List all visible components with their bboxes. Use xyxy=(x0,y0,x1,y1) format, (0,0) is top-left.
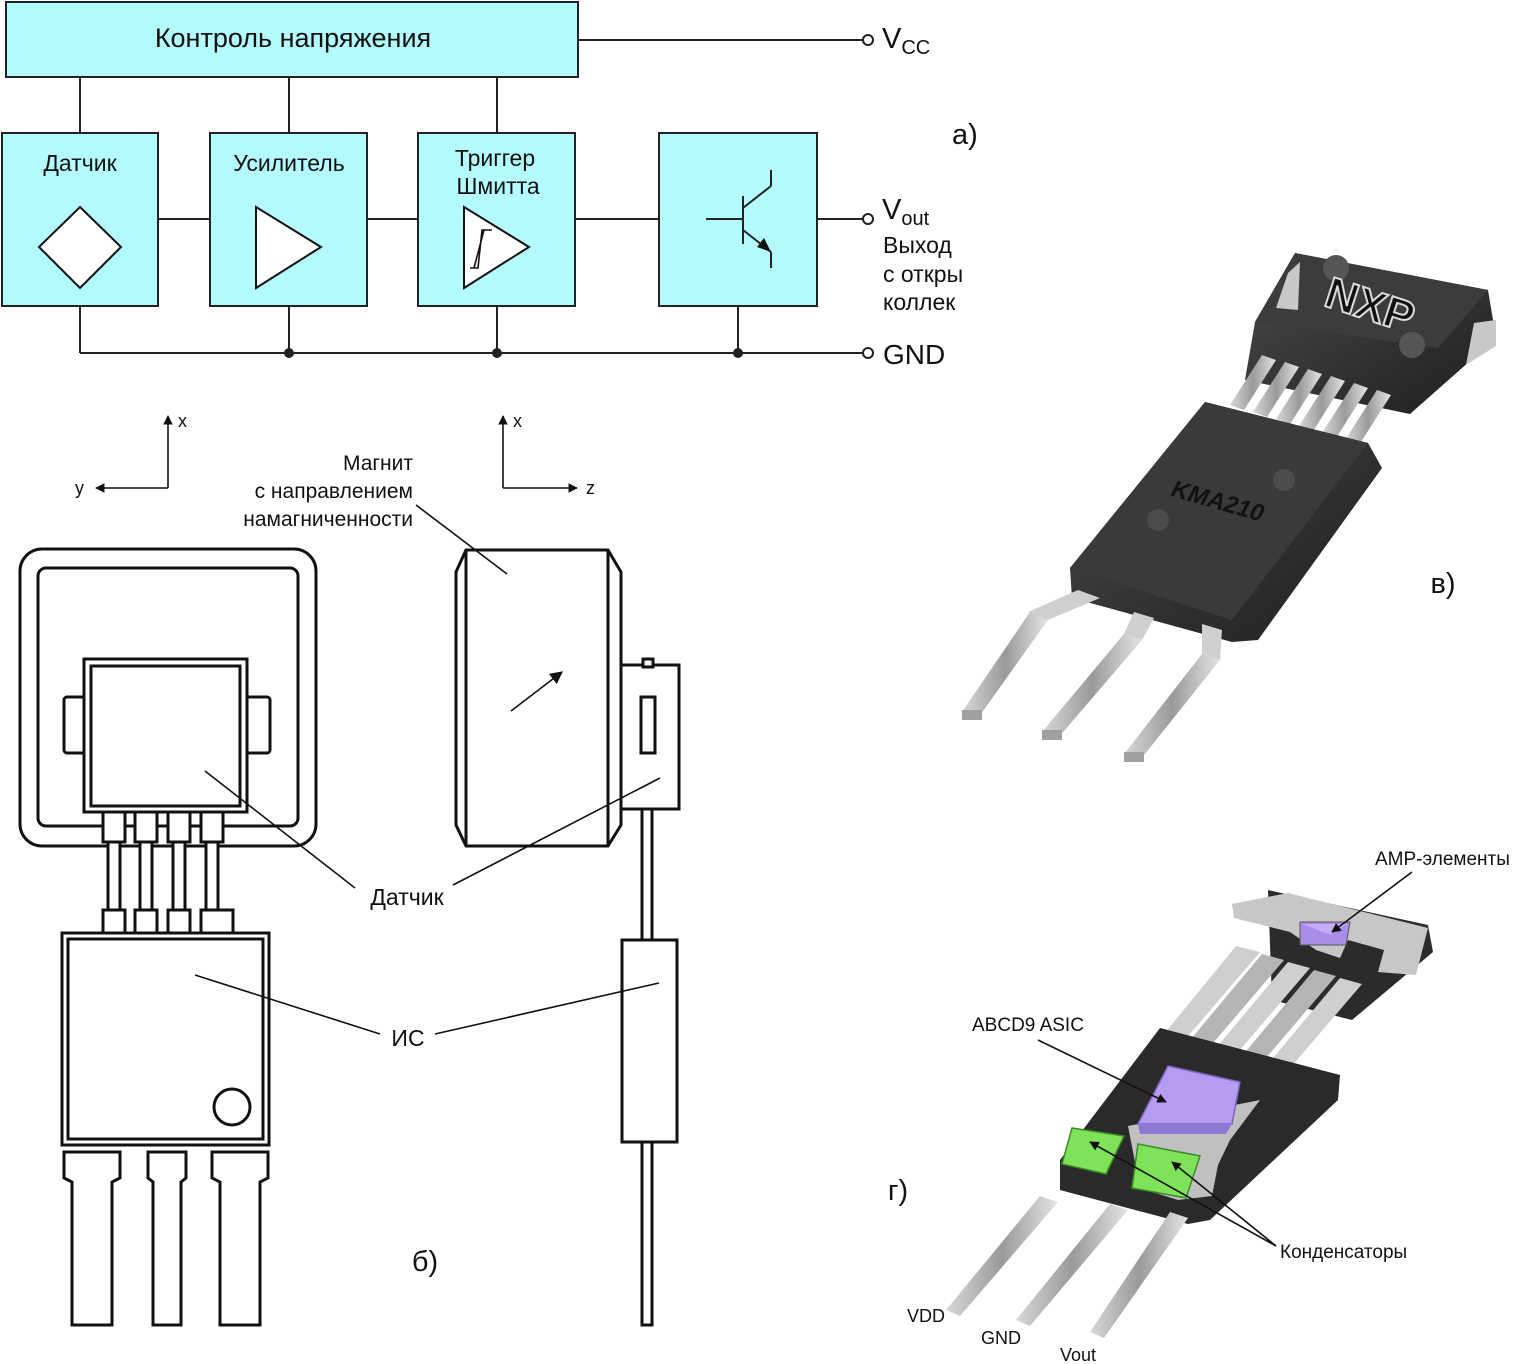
vout-label: Vout xyxy=(882,194,930,230)
front-leads xyxy=(101,810,235,938)
lower-leads xyxy=(962,590,1222,762)
panel-label-a: а) xyxy=(952,119,978,151)
ic-callout-label: ИС xyxy=(391,1025,424,1051)
sensor-side-body xyxy=(619,663,681,811)
internal-pins xyxy=(946,1196,1188,1338)
vout-desc-3: коллек xyxy=(883,289,956,315)
upper-leads xyxy=(1230,355,1391,445)
ic-side-body xyxy=(620,938,679,1144)
sensor-diamond-icon xyxy=(37,205,123,290)
magnet-label-3: намагниченности xyxy=(243,508,413,531)
block-diagram: Контроль напряжения VCC Датчик Усилитель… xyxy=(1,1,978,370)
amplifier-block-label: Усилитель xyxy=(233,150,344,176)
ic-front-legs xyxy=(62,1150,270,1327)
panel-label-v: в) xyxy=(1430,568,1455,600)
package-render: NXP KMA210 в) xyxy=(962,253,1496,762)
magnet-label-2: с направлением xyxy=(255,480,413,503)
vout-desc-1: Выход xyxy=(883,232,952,258)
voltage-control-label: Контроль напряжения xyxy=(155,23,431,53)
ic-pin1-marker xyxy=(212,1087,252,1127)
svg-text:z: z xyxy=(586,478,595,498)
sensor-front-inner xyxy=(89,664,242,808)
capacitor-2 xyxy=(1131,1143,1201,1199)
panel-label-b: б) xyxy=(412,1246,438,1278)
axes-xy: x y xyxy=(75,411,187,498)
vout-desc-2: с откры xyxy=(883,261,963,287)
ic-front-inner xyxy=(66,937,265,1141)
schmitt-trigger-label-1: Триггер xyxy=(455,145,535,171)
internal-structure: AMP-элементы ABCD9 ASIC Конденсаторы VDD… xyxy=(888,849,1510,1364)
vcc-label: VCC xyxy=(882,23,930,59)
mechanical-drawing: x y x z xyxy=(18,411,681,1327)
hysteresis-icon xyxy=(470,229,492,269)
svg-text:x: x xyxy=(513,411,522,431)
svg-text:y: y xyxy=(75,478,84,498)
asic-label: ABCD9 ASIC xyxy=(972,1015,1084,1036)
sensor-block-label: Датчик xyxy=(43,150,117,176)
sensor-callout-label: Датчик xyxy=(370,884,444,910)
magnetization-arrow-icon xyxy=(510,671,564,712)
svg-text:x: x xyxy=(178,411,187,431)
pin-vout-label: Vout xyxy=(1060,1345,1096,1364)
vout-terminal xyxy=(862,213,874,225)
schmitt-triangle-icon xyxy=(463,205,531,290)
magnet-label-1: Магнит xyxy=(343,452,413,475)
pin-vdd-label: VDD xyxy=(907,1306,945,1326)
panel-label-g: г) xyxy=(888,1175,908,1207)
gnd-label: GND xyxy=(883,339,945,370)
amplifier-triangle-icon xyxy=(255,205,323,290)
npn-transistor-icon xyxy=(706,170,772,268)
sensor-front-outer xyxy=(82,657,249,814)
gnd-terminal xyxy=(862,347,874,359)
capacitor-1 xyxy=(1061,1127,1126,1175)
amr-label: AMP-элементы xyxy=(1375,849,1510,870)
pin-gnd-label: GND xyxy=(981,1328,1021,1348)
schmitt-trigger-label-2: Шмитта xyxy=(456,173,540,199)
voltage-control-block xyxy=(5,1,579,78)
axes-xz: x z xyxy=(498,411,595,498)
vcc-terminal xyxy=(862,34,874,46)
magnet-side-body xyxy=(454,548,623,848)
capacitors-label: Конденсаторы xyxy=(1280,1242,1407,1263)
